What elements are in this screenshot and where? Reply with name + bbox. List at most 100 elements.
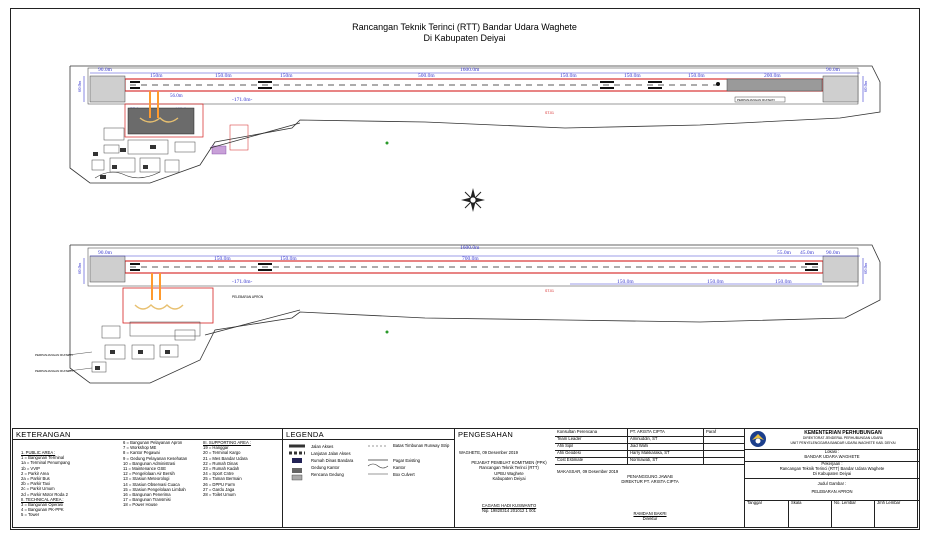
legend-item: 3 = Bangunan Operasi [21, 502, 64, 508]
dim-label: 150.0m [775, 279, 792, 285]
table-cell: Paraf [703, 429, 716, 436]
signature-role: Rancangan Teknik Terinci (RTT) [479, 465, 539, 471]
table-cell: Team Leader [557, 436, 582, 441]
legend-item: 2a = Parkir Bus [21, 476, 50, 482]
legend-item: 22 = Rumah Dinas [203, 460, 238, 466]
legend-item: 1b = VVIP [21, 465, 40, 471]
lokasi-row: Lokasi : BANDAR UDARA WAGHETE [745, 449, 919, 462]
legend-item: 12 = Pengelolaan Air Bersih [123, 471, 175, 477]
table-cell: PT. ARISTA CIPTA [627, 429, 665, 436]
keterangan-col1: 1. PUBLIC AREA : 1 = Bangunan Terminal 1… [21, 450, 70, 518]
map-label-perpanjangan-1: PERPANJANGAN RUNWAY [35, 353, 73, 357]
legend-item: Box Culvert [393, 472, 415, 477]
pekerjaan-label: Pekerjaan : [821, 461, 843, 466]
legend-item: 1 = Bangunan Terminal [21, 455, 65, 461]
dim-label: 60.0m [863, 262, 868, 274]
footer-cell: No. Lembar [831, 500, 877, 528]
dim-label: 55.0m [777, 250, 792, 256]
legend-item: 27 = Gardu Jaga [203, 486, 235, 492]
legend-item: 5 = Tower [21, 512, 40, 518]
keterangan-col3: III. SUPPORTING AREA : 19 = Hanggar 20 =… [203, 440, 251, 497]
signature-date: MAKASSAR, 09 Desember 2019 [557, 469, 619, 474]
table-row: Ahli Geodesi Harry Makkaraka, ST [555, 450, 744, 458]
legend-item: 19 = Hanggar [203, 445, 229, 451]
table-cell: Ahli Geodesi [557, 450, 581, 455]
table-cell: Konsultan Perencana [557, 429, 598, 434]
pengesahan-section: PENGESAHAN WAGHETE, 09 Desember 2019 PEJ… [455, 429, 555, 527]
legend-item: 18 = Power House [123, 502, 158, 508]
dim-label: 1600.0m [460, 245, 480, 251]
table-cell: Harry Makkaraka, ST [627, 450, 670, 457]
legenda-symbols [289, 444, 389, 481]
legend-item: 1a = Terminal Penumpang [21, 460, 70, 466]
unit-name: UNIT PENYELENGGARA BANDAR UDARA WAGHETE … [790, 441, 896, 446]
drawing-title: Rancangan Teknik Terinci (RTT) Bandar Ud… [352, 22, 577, 32]
dim-label: 150m [280, 73, 293, 79]
dim-label: 90.0m [826, 250, 841, 256]
dim-label: 150.0m [215, 73, 232, 79]
dim-label: 150.0m [560, 73, 577, 79]
pekerjaan-value: Di Kabupaten Deiyai [812, 471, 852, 477]
legend-item: Rumah Dinas Bandara [311, 458, 354, 463]
map-note: PERPANJANGAN RUNWAY [737, 98, 775, 102]
dim-label: 150.0m [624, 73, 641, 79]
legend-item: 6 = Bangunan Pelayanan Apron [123, 440, 183, 445]
signature-role: DIREKTUR PT. ARISTA CIPTA [621, 479, 679, 485]
legend-item: 2 = Parkir Area [21, 470, 49, 476]
dim-label: 150.0m [280, 256, 297, 262]
ministry-name: KEMENTERIAN PERHUBUNGAN [804, 430, 882, 436]
dim-label: 500.0m [418, 73, 435, 79]
legend-item: 4 = Bangunan PK-PPK [21, 507, 64, 513]
table-cell: Normawati, ST [627, 457, 658, 464]
site-plan-top: 90.0m 150m 150.0m 150m 500.0m 1600.0m 15… [69, 65, 881, 184]
table-cell [703, 443, 706, 450]
legend-item: 11 = Maintenance GSE [123, 466, 167, 472]
legend-item: Pagar Existing [393, 458, 420, 463]
keterangan-header: KETERANGAN [13, 429, 282, 440]
keterangan-section: KETERANGAN 1. PUBLIC AREA : 1 = Bangunan… [13, 429, 283, 527]
signature-role: Kabupaten Deiyai [492, 475, 526, 481]
legend-item: 13 = Stasiun Meteorologi [123, 476, 170, 482]
map-label-perpanjangan-2: PERPANJANGAN RUNWAY [35, 369, 73, 373]
north-arrow-icon [461, 188, 485, 212]
table-cell: Aminuddin, ST [627, 436, 657, 443]
lokasi-label: Lokasi : [824, 449, 840, 454]
judul-row: Judul Gambar : PELEBARAN APRON [745, 478, 919, 501]
legend-item: II. TECHNICAL AREA : [21, 496, 64, 502]
table-cell [703, 457, 706, 464]
dim-label: 90.0m [98, 67, 113, 73]
table-cell: Cost Estimate [557, 457, 584, 462]
table-cell [703, 436, 706, 443]
dim-label: 150.0m [214, 256, 231, 262]
legend-item: Kantor [393, 465, 406, 470]
table-cell: Jiad Wahi [627, 443, 648, 450]
legend-item: 15 = Stasiun Pengelolaan Limbah [123, 486, 186, 492]
title-block: KETERANGAN 1. PUBLIC AREA : 1 = Bangunan… [12, 428, 919, 528]
judul-label: Judul Gambar : [817, 481, 847, 486]
signatory-name: CAGANG HADI KUSWANTO [481, 503, 537, 509]
pekerjaan-value: Rancangan Teknik Terinci (RTT) Bandar Ud… [779, 466, 885, 472]
legend-item: 28 = Toilet Umum [203, 492, 236, 498]
signatory-nip: Nip. 19820314 201012 1 001 [481, 508, 537, 514]
konsultan-section: Konsultan Perencana PT. ARISTA CIPTA Par… [555, 429, 745, 527]
table-row: Cost Estimate Normawati, ST [555, 457, 744, 465]
legend-item: 10 = Bangunan Administrasi [123, 460, 176, 466]
table-cell [703, 450, 706, 457]
table-cell: Ahli Sipil [557, 443, 574, 448]
legend-item: Jalan Akses [311, 444, 334, 449]
legend-item: 2d = Parkir Motor Roda 2 [21, 491, 68, 497]
site-plan-bottom: 90.0m 150.0m 150.0m 700.0m 1600.0m 55.0m… [35, 244, 881, 384]
lokasi-value: BANDAR UDARA WAGHETE [804, 454, 860, 460]
titleblock-section: KEMENTERIAN PERHUBUNGAN DIREKTORAT JENDE… [745, 429, 919, 528]
drawing-sheet-border [10, 8, 920, 530]
map-label-pelebaran-apron: PELEBARAN APRON [232, 295, 264, 299]
legend-item: 24 = Sport Cntre [203, 471, 234, 477]
legend-item: 2b = Parkir Taxi [21, 481, 50, 487]
dim-label: 60.0m [77, 80, 82, 92]
legend-item: Gedung Kantor [311, 465, 340, 470]
dim-label: 1600.0m [460, 67, 480, 73]
signatory-title: Direktur [642, 515, 658, 521]
footer-cell: Tanggal [747, 500, 762, 505]
legend-item: 17 = Bangunan Transmisi [123, 497, 171, 503]
